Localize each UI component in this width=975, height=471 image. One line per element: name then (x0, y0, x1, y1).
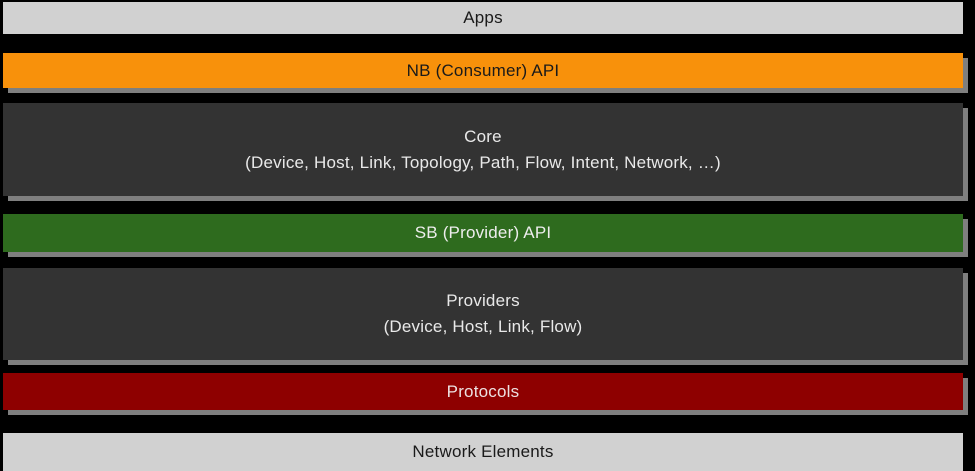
layer-core-title: Core (464, 126, 502, 146)
layer-nb-api: NB (Consumer) API (3, 53, 963, 88)
layer-core: Core (Device, Host, Link, Topology, Path… (3, 103, 963, 196)
layer-core-subtitle: (Device, Host, Link, Topology, Path, Flo… (245, 152, 721, 172)
layer-providers: Providers (Device, Host, Link, Flow) (3, 268, 963, 360)
layer-providers-title: Providers (446, 291, 520, 310)
layer-protocols-label: Protocols (446, 381, 520, 401)
layer-sb-api: SB (Provider) API (3, 214, 963, 252)
layer-nb-api-label: NB (Consumer) API (406, 60, 560, 80)
layer-network-elements: Network Elements (3, 433, 963, 471)
layer-apps-label: Apps (463, 8, 503, 27)
layer-apps: Apps (3, 2, 963, 34)
layer-sb-api-label: SB (Provider) API (414, 223, 552, 242)
layer-protocols: Protocols (3, 373, 963, 410)
layer-providers-subtitle: (Device, Host, Link, Flow) (383, 317, 583, 336)
layer-network-elements-label: Network Elements (412, 442, 554, 461)
